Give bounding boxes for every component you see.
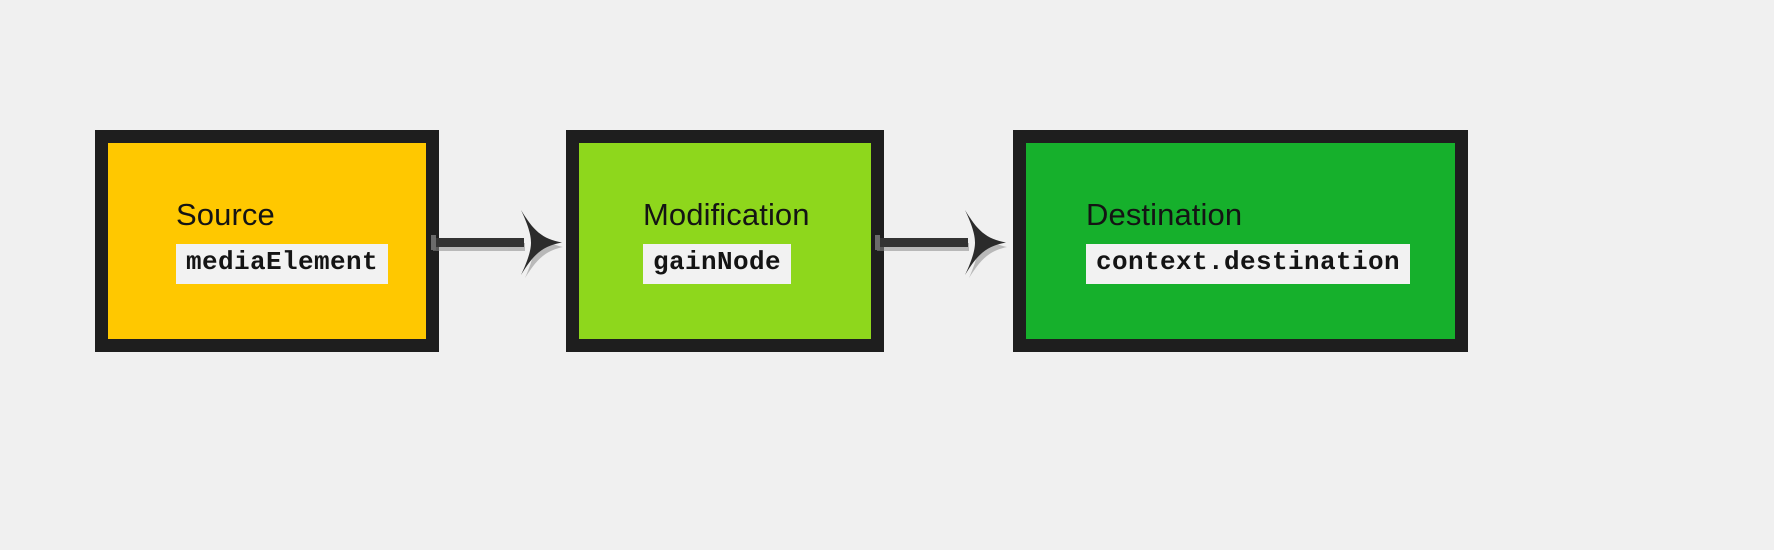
edge-modification-to-destination <box>875 210 1007 278</box>
edge-arrowhead <box>965 210 1006 275</box>
edge-source-to-modification <box>431 210 563 278</box>
edge-line <box>875 238 968 247</box>
node-source-code-label: mediaElement <box>176 244 389 284</box>
node-modification[interactable]: Modification gainNode <box>566 130 884 352</box>
node-modification-title: Modification <box>643 197 810 232</box>
edge-arrowhead <box>521 210 562 275</box>
node-modification-code-label: gainNode <box>643 244 792 284</box>
node-destination[interactable]: Destination context.destination <box>1013 130 1468 352</box>
node-destination-code-label: context.destination <box>1086 244 1411 284</box>
edge-line <box>431 238 524 247</box>
edge-tail-nub <box>875 235 880 250</box>
node-source[interactable]: Source mediaElement <box>95 130 439 352</box>
node-source-title: Source <box>176 197 275 232</box>
edge-tail-nub <box>431 235 436 250</box>
node-destination-title: Destination <box>1086 197 1243 232</box>
